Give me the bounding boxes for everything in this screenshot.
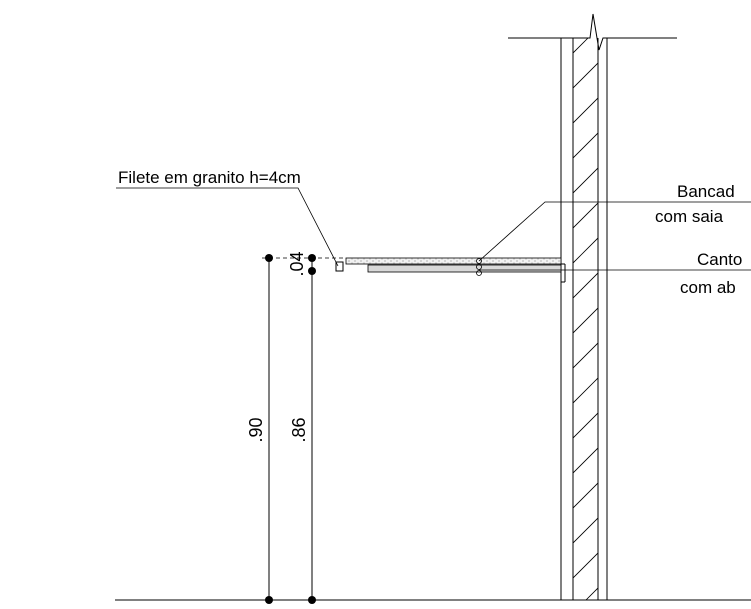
dimension-thickness-value: .04 bbox=[287, 251, 307, 276]
leader-marker bbox=[476, 264, 482, 270]
filete-leader bbox=[116, 187, 339, 267]
dimension-counter: .86 .04 bbox=[287, 251, 316, 604]
canto-label-line1: Canto bbox=[697, 250, 742, 269]
leader-marker bbox=[476, 270, 482, 276]
granite-filete bbox=[335, 261, 344, 272]
leader-marker bbox=[476, 258, 482, 264]
bancada-label-line2: com saia bbox=[655, 207, 724, 226]
bancada-leader bbox=[478, 201, 751, 262]
dimension-total-value: .90 bbox=[246, 417, 266, 442]
countertop bbox=[262, 257, 566, 283]
wall-hatch bbox=[573, 38, 598, 600]
canto-label-line2: com ab bbox=[680, 278, 736, 297]
bancada-label-line1: Bancad bbox=[677, 182, 735, 201]
wall bbox=[508, 13, 677, 600]
dimension-counter-value: .86 bbox=[289, 417, 309, 442]
break-line bbox=[508, 13, 677, 51]
dimension-total: .90 bbox=[246, 254, 273, 604]
filete-label: Filete em granito h=4cm bbox=[118, 168, 301, 187]
